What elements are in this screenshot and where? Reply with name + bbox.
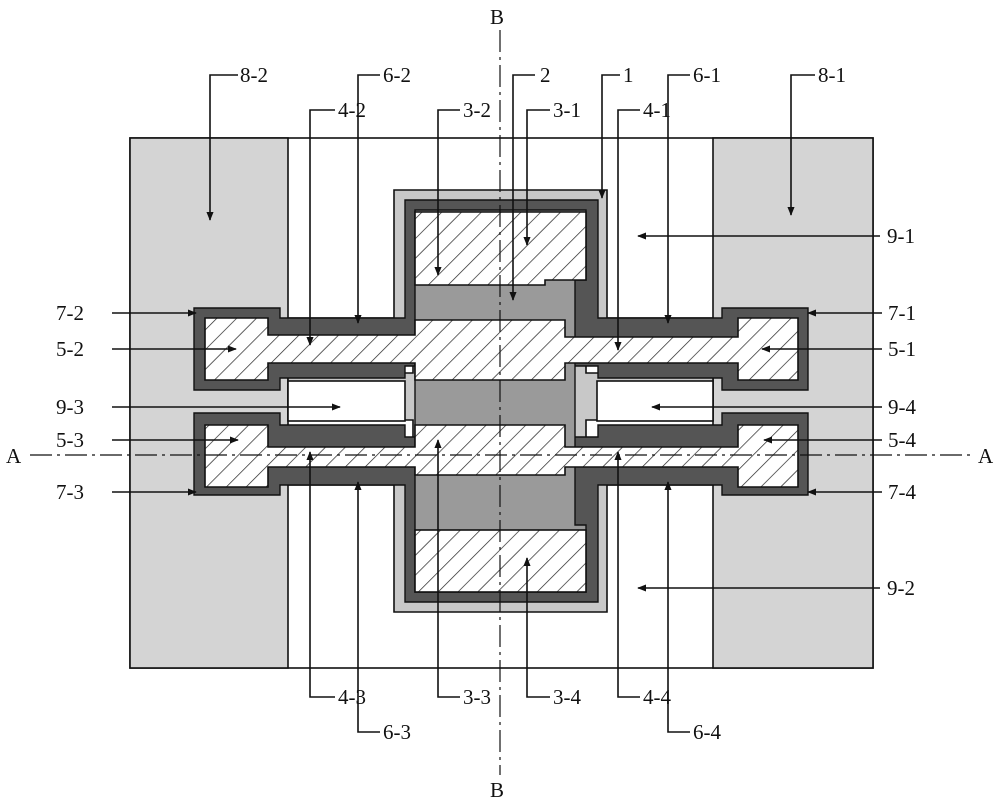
label-3-3: 3-3 xyxy=(463,685,491,709)
leader-4-4 xyxy=(614,451,640,698)
leader-8-2 xyxy=(206,74,238,221)
hatched-arm-top xyxy=(204,317,799,381)
label-9-2: 9-2 xyxy=(887,576,915,600)
label-9-4: 9-4 xyxy=(888,395,916,419)
label-5-1: 5-1 xyxy=(888,337,916,361)
leader-6-2 xyxy=(354,74,380,324)
hatched-arm-bottom xyxy=(204,424,799,488)
label-6-4: 6-4 xyxy=(693,720,721,744)
label-4-1: 4-1 xyxy=(643,98,671,122)
leader-3-3 xyxy=(434,439,460,698)
label-7-1: 7-1 xyxy=(888,301,916,325)
label-5-3: 5-3 xyxy=(56,428,84,452)
label-7-2: 7-2 xyxy=(56,301,84,325)
label-4-2: 4-2 xyxy=(338,98,366,122)
leader-6-4 xyxy=(664,481,690,733)
section-label-b-top: B xyxy=(490,5,504,29)
leader-4-1 xyxy=(614,109,640,351)
label-9-3: 9-3 xyxy=(56,395,84,419)
leader-1 xyxy=(598,74,620,199)
label-9-1: 9-1 xyxy=(887,224,915,248)
label-4-4: 4-4 xyxy=(643,685,671,709)
side-block-left xyxy=(129,137,289,669)
leader-3-1 xyxy=(523,109,550,246)
label-1: 1 xyxy=(623,63,634,87)
leader-3-4 xyxy=(523,557,550,698)
section-label-a-right: A xyxy=(978,444,994,468)
label-6-3: 6-3 xyxy=(383,720,411,744)
cavity-right xyxy=(596,380,714,422)
label-4-3: 4-3 xyxy=(338,685,366,709)
leader-6-3 xyxy=(354,481,380,733)
leader-8-1 xyxy=(787,74,815,216)
side-block-right xyxy=(712,137,874,669)
label-6-2: 6-2 xyxy=(383,63,411,87)
label-3-1: 3-1 xyxy=(553,98,581,122)
label-6-1: 6-1 xyxy=(693,63,721,87)
label-5-4: 5-4 xyxy=(888,428,916,452)
section-label-a-left: A xyxy=(6,444,22,468)
section-label-b-bottom: B xyxy=(490,778,504,802)
leader-3-2 xyxy=(434,109,460,276)
leader-6-1 xyxy=(664,74,690,324)
label-7-3: 7-3 xyxy=(56,480,84,504)
label-5-2: 5-2 xyxy=(56,337,84,361)
cavity-left xyxy=(287,380,406,422)
label-2: 2 xyxy=(540,63,551,87)
leader-4-3 xyxy=(306,451,335,698)
label-8-2: 8-2 xyxy=(240,63,268,87)
label-7-4: 7-4 xyxy=(888,480,916,504)
label-3-4: 3-4 xyxy=(553,685,581,709)
label-3-2: 3-2 xyxy=(463,98,491,122)
leader-2 xyxy=(509,74,535,301)
leader-4-2 xyxy=(306,109,335,346)
label-8-1: 8-1 xyxy=(818,63,846,87)
